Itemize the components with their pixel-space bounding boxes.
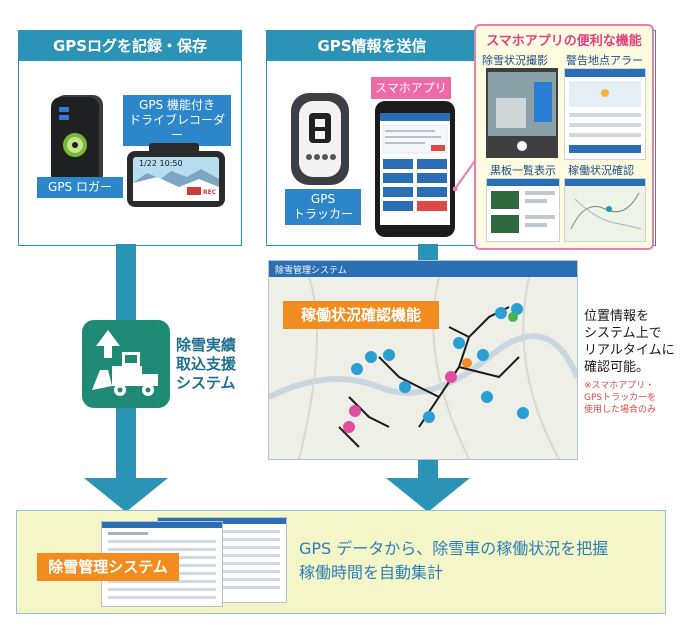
gps-tracker-label: GPS トラッカー (285, 189, 361, 225)
recorder-screen-time: 1/22 10:50 (139, 159, 183, 168)
feature-photo-label: 除雪状況撮影 (482, 54, 548, 67)
drive-recorder-device: 1/22 10:50 REC (127, 143, 225, 207)
left-arrowhead (84, 478, 168, 512)
side-note-footnote: ※スマホアプリ・ GPSトラッカーを 使用した場合のみ (584, 381, 657, 415)
feature-status-screen (564, 178, 646, 242)
bottom-description: GPS データから、除雪車の稼働状況を把握 稼働時間を自動集計 (299, 539, 609, 582)
right-arrow-shaft-top (418, 244, 438, 260)
feature-board-screen (486, 178, 560, 242)
gps-log-panel-title: GPSログを記録・保存 (19, 31, 241, 61)
gps-log-panel: GPSログを記録・保存 GPS ロガー GPS 機能付き ドライブレコーダー 1… (18, 30, 242, 246)
gps-send-title-text: GPS情報を送信 (317, 37, 427, 55)
app-features-title: スマホアプリの便利な機能 (486, 34, 642, 49)
snowplow-icon (92, 330, 158, 396)
side-note-text: 位置情報を システム上で リアルタイムに 確認可能。 (584, 309, 675, 375)
right-arrow-shaft-bottom (418, 458, 438, 480)
gps-tracker-device (289, 91, 351, 187)
right-arrowhead (386, 478, 470, 512)
operation-map-panel: 除雪管理システム 稼働状況確認機能 (268, 260, 578, 460)
gps-logger-device (49, 93, 105, 187)
support-system-label: 除雪実績 取込支援 システム (176, 336, 237, 392)
feature-photo-screen (486, 68, 558, 158)
smartphone-app-label: スマホアプリ (371, 77, 451, 99)
feature-alarm-screen (564, 68, 646, 160)
gps-send-panel-title: GPS情報を送信 (267, 31, 477, 61)
map-app-title: 除雪管理システム (275, 266, 347, 276)
operation-status-label: 稼働状況確認機能 (283, 301, 439, 329)
feature-status-label: 稼働状況確認 (568, 164, 634, 177)
app-features-box: スマホアプリの便利な機能 除雪状況撮影 警告地点アラーム 黒板一覧表示 稼働状況… (474, 24, 654, 250)
feature-board-label: 黒板一覧表示 (490, 164, 556, 177)
snow-management-system-label: 除雪管理システム (37, 553, 179, 581)
gps-logger-label: GPS ロガー (37, 177, 123, 198)
drive-recorder-label: GPS 機能付き ドライブレコーダー (123, 95, 231, 146)
support-system-icon (82, 320, 170, 408)
bottom-summary-bar: 除雪管理システム GPS データから、除雪車の稼働状況を把握 稼働時間を自動集計 (16, 510, 666, 614)
smartphone-device (375, 101, 455, 237)
map-app-header: 除雪管理システム (269, 261, 577, 277)
recorder-rec-badge: REC (203, 189, 217, 196)
